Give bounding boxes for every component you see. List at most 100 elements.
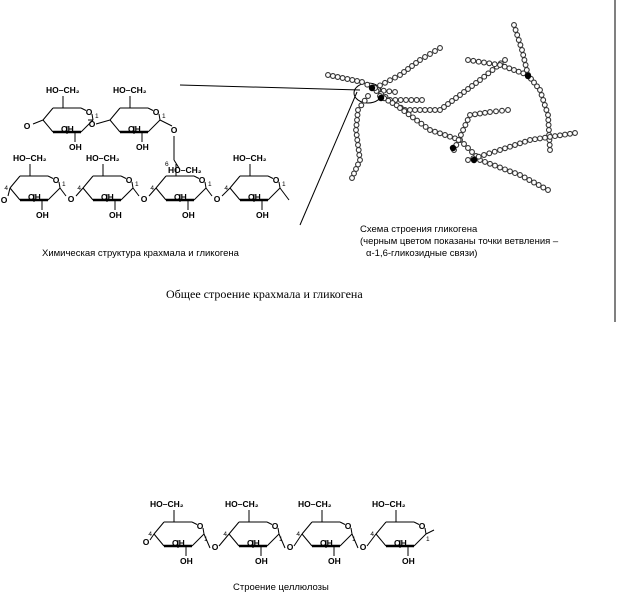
ring-bond [42,107,54,121]
glycosidic-bond [132,187,140,197]
glycosidic-oxygen-label: O [212,542,219,552]
ring-bond [109,119,121,133]
ring-bond [375,533,387,547]
carbon-6-number: 6 [165,161,169,168]
glucose-bead [325,72,331,78]
carbon-4-number: 4 [148,531,152,538]
glucose-bead [365,93,371,99]
glucose-bead [437,107,443,113]
glucose-bead [545,122,552,128]
carbon-4-number: 4 [223,531,227,538]
glucose-bead [353,127,359,133]
carbon-4-number: 4 [150,185,154,192]
ring-bond [191,521,198,525]
ring-oxygen-label: O [345,521,352,531]
glycosidic-bond [75,187,84,197]
ring-bond [158,113,161,121]
glucose-bead [353,132,360,138]
ring-bond [42,119,54,133]
ring-bond [339,521,346,525]
oh-label: OH [136,142,149,152]
glucose-bead [472,111,478,118]
ch2oh-label: HO–CH₂ [113,85,147,95]
ch2oh-label: HO–CH₂ [372,499,406,509]
ring-bond [147,119,161,133]
glucose-bead [461,89,467,95]
glucose-bead [507,143,513,150]
beta-glycosidic-bond [366,533,377,547]
glucose-bead [499,107,505,114]
branch-point [377,94,385,102]
glucose-bead [457,132,464,138]
glucose-bead [491,61,498,68]
glycogen-scheme-note: (черным цветом показаны точки ветвления … [360,236,559,247]
ring-bond [266,521,273,525]
glucose-bead [473,80,479,86]
ring-bond [109,107,121,121]
glucose-bead [493,108,499,115]
glucose-bead [475,153,482,160]
glucose-bead [531,79,537,86]
glucose-bead [358,102,365,109]
glucose-bead [344,76,351,82]
branch-point [470,156,478,164]
glycosidic-bond [95,119,111,125]
glucose-bead [492,162,498,169]
ch2oh-label: HO–CH₂ [150,499,184,509]
glucose-bead [397,97,404,103]
glucose-bead [437,130,443,137]
glucose-bead [455,137,462,143]
glucose-bead [517,140,523,147]
glucose-bead [355,142,361,148]
glucose-bead [329,73,336,79]
glucose-bead [417,107,423,113]
chain-start-oxygen-label: O [1,195,8,205]
glucose-bead [545,112,551,118]
glucose-bead [491,148,498,155]
glucose-bead [497,62,503,68]
glucose-bead [532,136,538,143]
chain-continue-bond [425,529,435,535]
glucose-bead [467,112,473,118]
glycogen-scheme [325,22,578,193]
glucose-bead [349,77,356,83]
ring-oxygen-label: O [419,521,426,531]
glucose-bead [419,97,425,103]
glucose-bead [475,58,482,65]
glucose-bead [522,138,528,145]
glucose-bead [531,179,537,186]
ring-bond [120,175,127,179]
glucose-bead [502,145,508,152]
glucose-bead [354,117,360,123]
zoom-line-top [179,84,361,91]
glycogen-scheme-title: Схема строения гликогена [360,224,478,235]
beta-glycosidic-bond [203,533,211,549]
beta-glycosidic-bond [218,533,230,547]
oh-label: OH [402,556,415,566]
oh-label: OH [255,556,268,566]
general-structure-caption: Общее строение крахмала и гликогена [166,287,363,301]
carbon-4-number: 4 [77,185,81,192]
glucose-bead [339,75,346,81]
glucose-bead [447,133,453,140]
glucose-bead [409,114,416,121]
glucose-bead [557,132,563,139]
glucose-bead [349,175,355,181]
glucose-bead [486,60,493,67]
glucose-bead [547,133,553,140]
glucose-bead [545,187,551,193]
glucose-bead [403,97,409,103]
glucose-bead [517,42,524,48]
glucose-bead [432,107,438,113]
glucose-bead [418,120,425,127]
glucose-bead [405,66,411,72]
glucose-bead [401,69,407,75]
glucose-bead [545,117,552,123]
ring-bond [266,533,280,547]
ring-bond [131,181,134,189]
ring-bond [153,521,165,535]
oh-label: OH [320,538,333,548]
